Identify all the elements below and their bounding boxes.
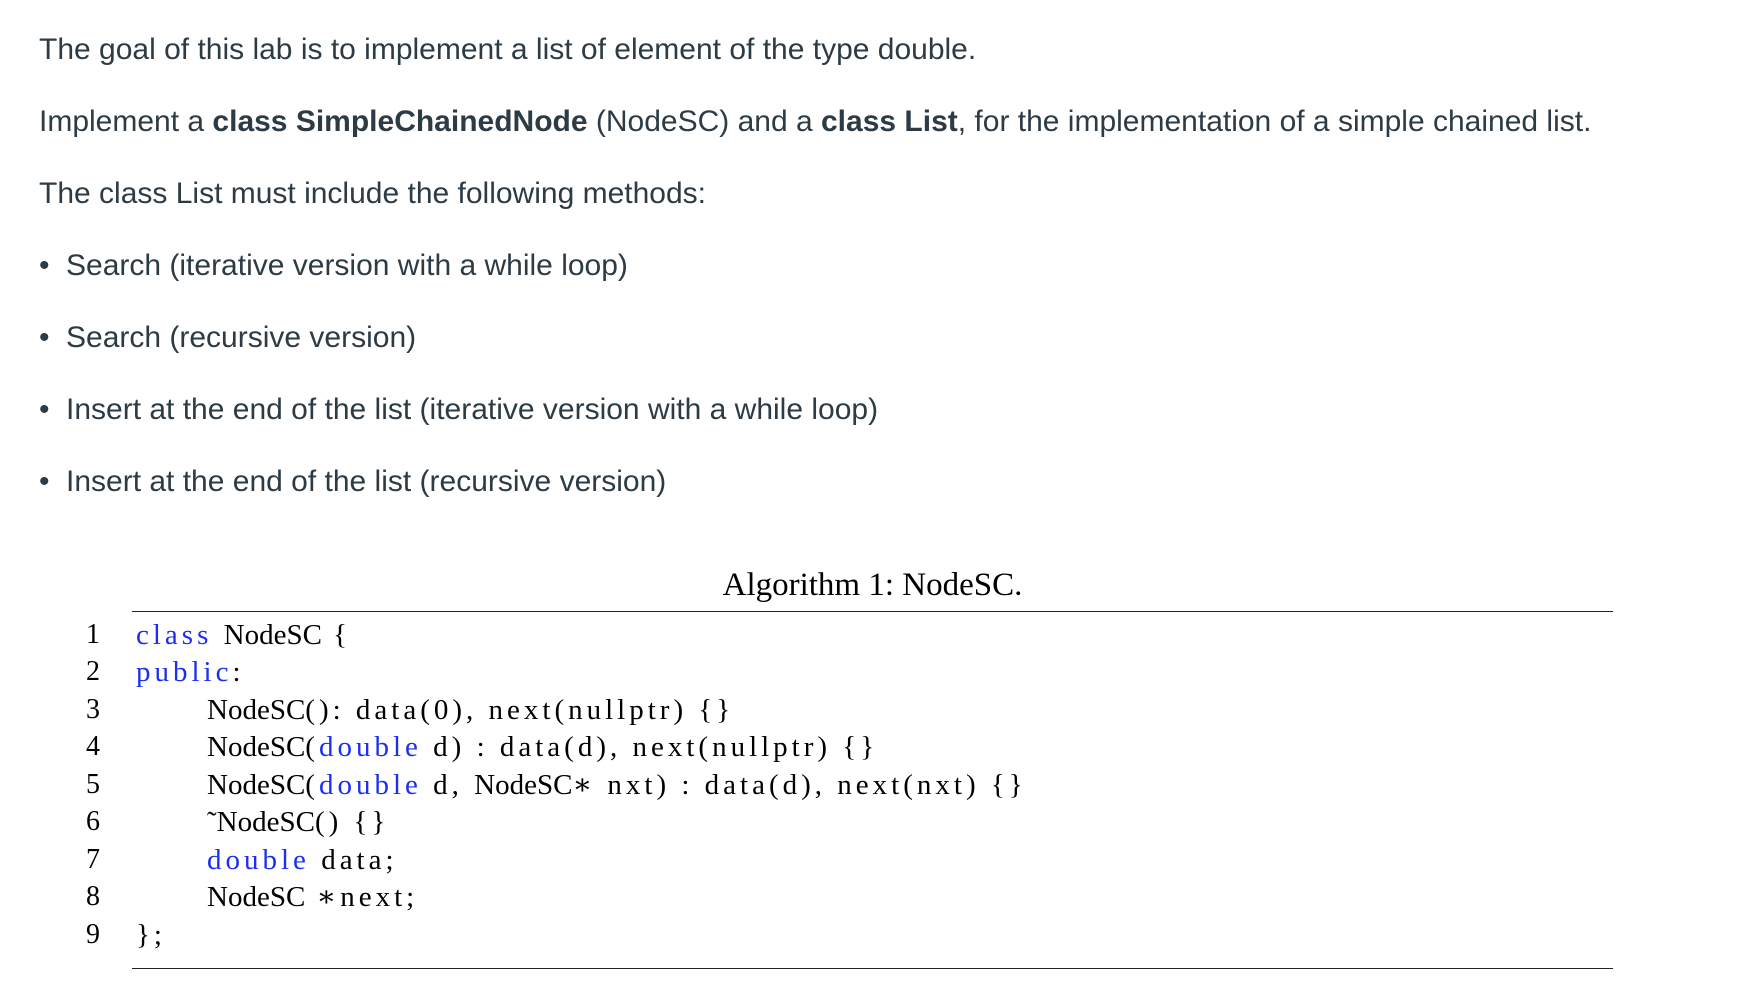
code-text: };: [136, 916, 166, 954]
code-token: };: [136, 919, 166, 951]
algorithm-top-rule: [132, 611, 1613, 612]
code-text: NodeSC(): data(0), next(nullptr) {}: [207, 691, 734, 729]
line-number: 1: [86, 619, 100, 650]
implement-middle: (NodeSC) and a: [587, 105, 821, 138]
line-number: 8: [86, 881, 100, 912]
code-token: data;: [309, 844, 398, 876]
code-token: NodeSC: [474, 769, 573, 801]
code-text: NodeSC(double d, NodeSC∗ nxt) : data(d),…: [207, 766, 1027, 804]
list-item: • Insert at the end of the list (recursiv…: [39, 464, 666, 500]
line-number: 4: [86, 731, 100, 762]
line-number: 3: [86, 694, 100, 725]
code-token: NodeSC: [223, 619, 322, 651]
code-text: NodeSC ∗next;: [207, 878, 418, 916]
code-keyword: double: [318, 731, 422, 763]
list-item: • Search (iterative version with a while …: [39, 248, 628, 284]
code-text: public:: [136, 653, 245, 691]
bullet-icon: •: [39, 249, 50, 282]
code-token: {: [321, 619, 352, 651]
bullet-icon: •: [39, 321, 50, 354]
code-token: () {}: [314, 806, 390, 838]
code-token: (): data(0), next(nullptr) {}: [305, 694, 735, 726]
code-keyword: class: [136, 619, 213, 651]
code-text: class NodeSC {: [136, 616, 351, 654]
list-item-text: Search (iterative version with a while l…: [66, 249, 628, 282]
line-number: 7: [86, 844, 100, 875]
code-token: NodeSC: [207, 731, 306, 763]
code-token: NodeSC: [207, 769, 306, 801]
list-item: • Insert at the end of the list (iterativ…: [39, 392, 878, 428]
list-item-text: Insert at the end of the list (recursive…: [66, 465, 667, 498]
code-keyword: double: [207, 844, 310, 876]
bullet-icon: •: [39, 465, 50, 498]
list-item-text: Insert at the end of the list (iterative…: [66, 393, 879, 426]
code-token: d,: [421, 769, 475, 801]
algorithm-caption: Algorithm 1: NodeSC.: [722, 567, 1023, 603]
methods-heading: The class List must include the followin…: [39, 176, 706, 212]
methods-heading-text: The class List must include the followin…: [39, 177, 706, 210]
goal-text: The goal of this lab is to implement a l…: [39, 33, 977, 66]
code-text: NodeSC(double d) : data(d), next(nullptr…: [207, 728, 878, 766]
code-token: ˜NodeSC: [207, 806, 315, 838]
code-text: ˜NodeSC() {}: [207, 803, 389, 841]
line-number: 2: [86, 656, 100, 687]
code-token: ∗next;: [305, 881, 419, 913]
code-text: double data;: [207, 841, 398, 879]
code-keyword: public: [136, 656, 233, 688]
code-token: (: [305, 731, 319, 763]
list-item: • Search (recursive version): [39, 320, 416, 356]
line-number: 9: [86, 919, 100, 950]
code-token: NodeSC: [207, 694, 306, 726]
code-token: [212, 619, 223, 651]
code-token: NodeSC: [207, 881, 306, 913]
line-number: 6: [86, 806, 100, 837]
class-list-bold: class List: [821, 105, 958, 138]
line-number: 5: [86, 769, 100, 800]
implement-prefix: Implement a: [39, 105, 213, 138]
bullet-icon: •: [39, 393, 50, 426]
implement-suffix: , for the implementation of a simple cha…: [957, 105, 1592, 138]
class-simplechainednode-bold: class SimpleChainedNode: [212, 105, 588, 138]
code-token: d) : data(d), next(nullptr) {}: [421, 731, 879, 763]
code-keyword: double: [318, 769, 422, 801]
list-item-text: Search (recursive version): [66, 321, 417, 354]
code-token: (: [305, 769, 319, 801]
goal-paragraph: The goal of this lab is to implement a l…: [39, 32, 976, 68]
implement-paragraph: Implement a class SimpleChainedNode (Nod…: [39, 104, 1591, 140]
code-token: ∗ nxt) : data(d), next(nxt) {}: [572, 769, 1027, 801]
code-token: :: [232, 656, 245, 688]
algorithm-bottom-rule: [132, 968, 1613, 969]
